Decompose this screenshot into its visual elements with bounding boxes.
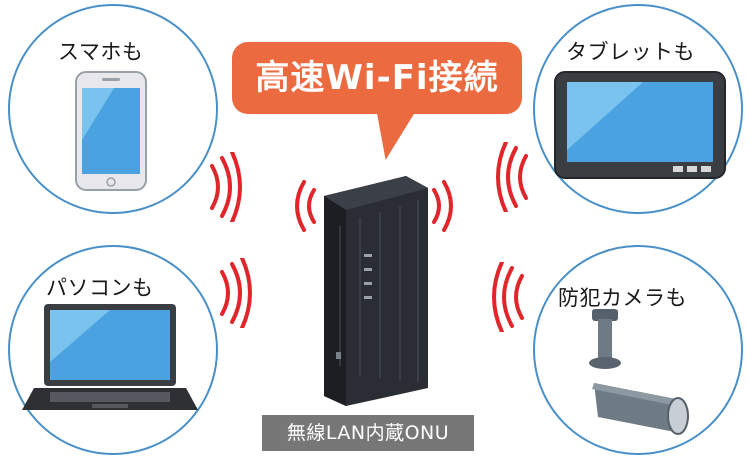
wave-device-left (295, 180, 316, 232)
wave-device-right (432, 180, 453, 232)
wave-right-lower (492, 262, 524, 332)
bubble-tail (367, 110, 417, 160)
wave-left-lower (220, 258, 252, 328)
laptop-icon (22, 304, 198, 410)
tablet-label: タブレットも (566, 40, 695, 64)
headline-text: 高速Wi-Fi接続 (255, 58, 499, 98)
camera-label: 防犯カメラも (558, 286, 687, 310)
pc-label: パソコンも (46, 276, 154, 300)
wave-left-upper (210, 152, 242, 222)
tablet-icon (554, 71, 726, 179)
smartphone-icon (75, 71, 147, 191)
onu-device-icon (324, 176, 428, 406)
wave-right-upper (496, 142, 528, 212)
onu-caption: 無線LAN内蔵ONU (262, 415, 474, 451)
camera-icon (589, 309, 689, 435)
smartphone-label: スマホも (58, 40, 144, 64)
headline-bubble (232, 42, 522, 114)
